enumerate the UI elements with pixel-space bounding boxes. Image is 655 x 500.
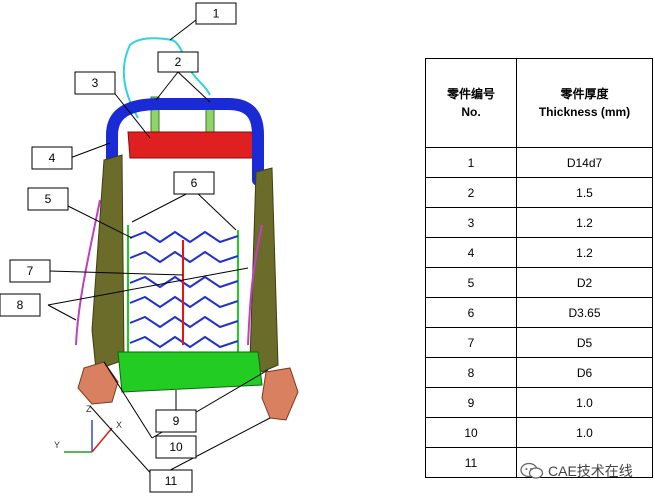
- callout-4: 4: [31, 146, 73, 170]
- cell-no: 9: [425, 387, 517, 418]
- cell-no: 5: [425, 267, 517, 298]
- svg-text:7: 7: [27, 264, 34, 278]
- side-frames: [91, 154, 279, 373]
- svg-text:11: 11: [165, 474, 178, 488]
- callout-1: 1: [195, 2, 237, 25]
- callout-3: 3: [74, 71, 116, 95]
- watermark: CAE技术在线: [520, 458, 655, 484]
- cell-no: 3: [425, 207, 517, 238]
- axis-x-label: X: [116, 420, 122, 430]
- side-wire-right: [247, 224, 263, 346]
- cell-thickness: 1.2: [516, 237, 653, 268]
- axis-y-label: Y: [54, 440, 60, 450]
- cell-thickness: D3.65: [516, 297, 653, 328]
- cell-no: 1: [425, 147, 517, 178]
- headrest-wire: [122, 37, 211, 119]
- cell-thickness: 1.0: [516, 417, 653, 448]
- cell-no: 6: [425, 297, 517, 328]
- cell-no: 10: [425, 417, 517, 448]
- cell-thickness: 1.0: [516, 387, 653, 418]
- top-tube: [106, 98, 264, 201]
- callout-8: 8: [0, 293, 41, 317]
- lower-cross-member: [117, 351, 263, 393]
- upper-cross-member: [127, 131, 256, 159]
- recliner-brackets: [77, 361, 299, 421]
- leader-lines: [47, 19, 271, 479]
- callout-5: 5: [27, 187, 69, 211]
- header-part-no: 零件编号 No.: [425, 58, 517, 148]
- svg-text:5: 5: [45, 192, 52, 206]
- table-header-row: 零件编号 No. 零件厚度 Thickness (mm): [425, 58, 653, 148]
- svg-text:1: 1: [213, 7, 220, 21]
- wechat-icon: [520, 462, 544, 479]
- svg-text:2: 2: [175, 55, 182, 69]
- cell-no: 4: [425, 237, 517, 268]
- axis-triad: Z X Y: [54, 404, 122, 453]
- cell-no: 7: [425, 327, 517, 358]
- cell-thickness: 1.2: [516, 207, 653, 238]
- svg-text:4: 4: [49, 151, 56, 165]
- callout-7: 7: [9, 259, 51, 283]
- svg-text:10: 10: [169, 440, 183, 454]
- cell-no: 8: [425, 357, 517, 388]
- cell-thickness: D2: [516, 267, 653, 298]
- cell-thickness: D6: [516, 357, 653, 388]
- svg-text:3: 3: [92, 76, 99, 90]
- side-wire-left: [75, 199, 101, 346]
- callout-11: 11: [149, 469, 193, 493]
- svg-text:6: 6: [191, 176, 198, 190]
- cell-no: 11: [425, 447, 517, 478]
- header-thickness: 零件厚度 Thickness (mm): [516, 58, 653, 148]
- watermark-text: CAE技术在线: [548, 463, 633, 479]
- cell-thickness: D5: [516, 327, 653, 358]
- cell-no: 2: [425, 177, 517, 208]
- callout-6: 6: [173, 171, 215, 195]
- svg-text:8: 8: [17, 298, 24, 312]
- cell-thickness: 1.5: [516, 177, 653, 208]
- callout-10: 10: [155, 435, 197, 459]
- svg-text:9: 9: [173, 414, 180, 428]
- callout-9: 9: [155, 409, 197, 433]
- cell-thickness: D14d7: [516, 147, 653, 178]
- axis-z-label: Z: [86, 404, 92, 414]
- callout-2: 2: [157, 51, 199, 73]
